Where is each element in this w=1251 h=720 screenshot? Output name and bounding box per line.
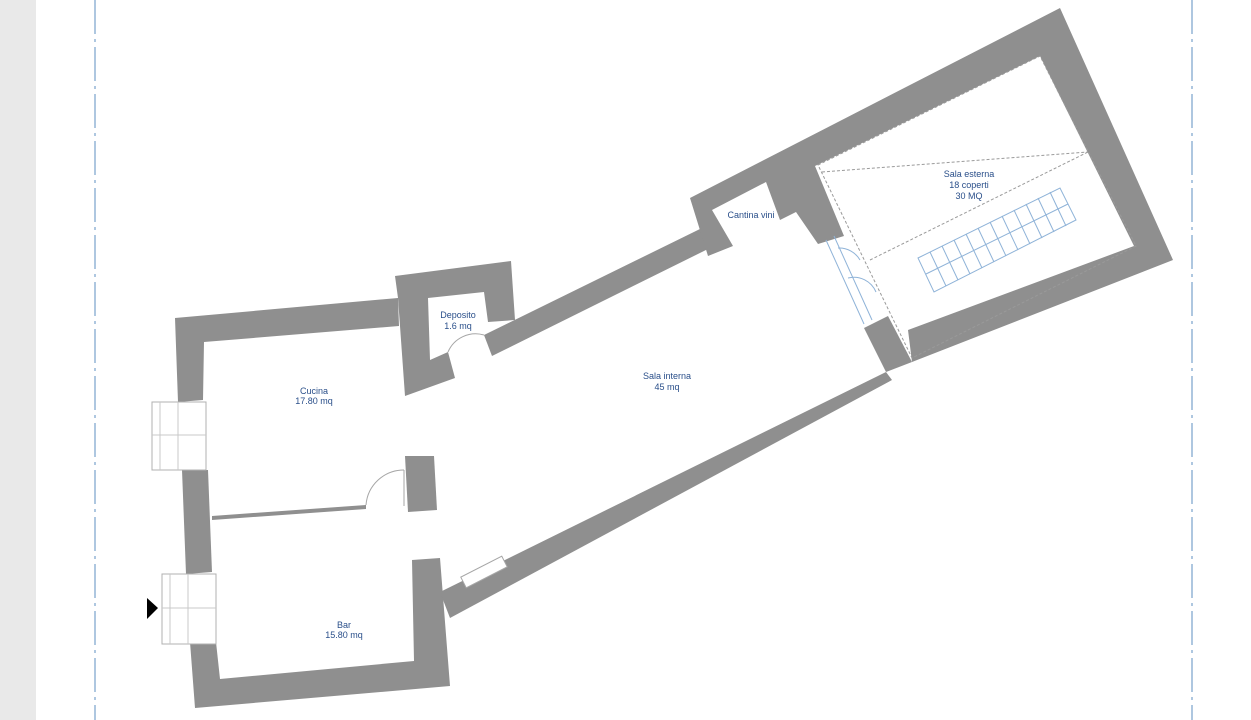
room-area-bar: 15.80 mq	[325, 630, 363, 640]
window-cucina	[151, 401, 207, 471]
door-arc-cucina	[365, 469, 405, 506]
room-name-deposito: Deposito	[440, 310, 476, 320]
wall-sala-interna-lower	[440, 372, 892, 618]
room-name-bar: Bar	[337, 620, 351, 630]
room-area-sala-interna: 45 mq	[654, 382, 679, 392]
room-name-sala-esterna: Sala esterna	[944, 169, 995, 179]
window-sala-interna	[460, 555, 508, 589]
room-name-cucina: Cucina	[300, 386, 328, 396]
wall-deposito	[395, 261, 515, 396]
room-name-sala-interna: Sala interna	[643, 371, 691, 381]
wall-cucina-right	[405, 456, 437, 512]
canopy-lines	[817, 55, 1137, 359]
wall-cucina-top	[175, 298, 399, 402]
partition-cucina-bar	[212, 505, 366, 520]
room-area-deposito: 1.6 mq	[444, 321, 472, 331]
wall-bar-bottom	[190, 558, 450, 708]
wall-upper-1	[484, 228, 710, 356]
room-seats-sala-esterna: 18 coperti	[949, 180, 989, 190]
staircase	[917, 187, 1077, 293]
drawing-sheet	[36, 0, 1251, 720]
wall-left-middle	[182, 470, 212, 574]
room-name-cantina: Cantina vini	[727, 210, 774, 220]
door-arc-deposito	[447, 333, 485, 353]
wall-esterna-pier	[864, 316, 912, 372]
room-area-sala-esterna: 30 MQ	[955, 191, 982, 201]
wall-cantina-and-outer	[690, 8, 1173, 362]
room-area-cucina: 17.80 mq	[295, 396, 333, 406]
entrance-arrow-icon	[147, 598, 158, 619]
door-sala-esterna	[825, 235, 877, 325]
window-bar	[161, 573, 217, 645]
left-gutter	[0, 0, 36, 720]
